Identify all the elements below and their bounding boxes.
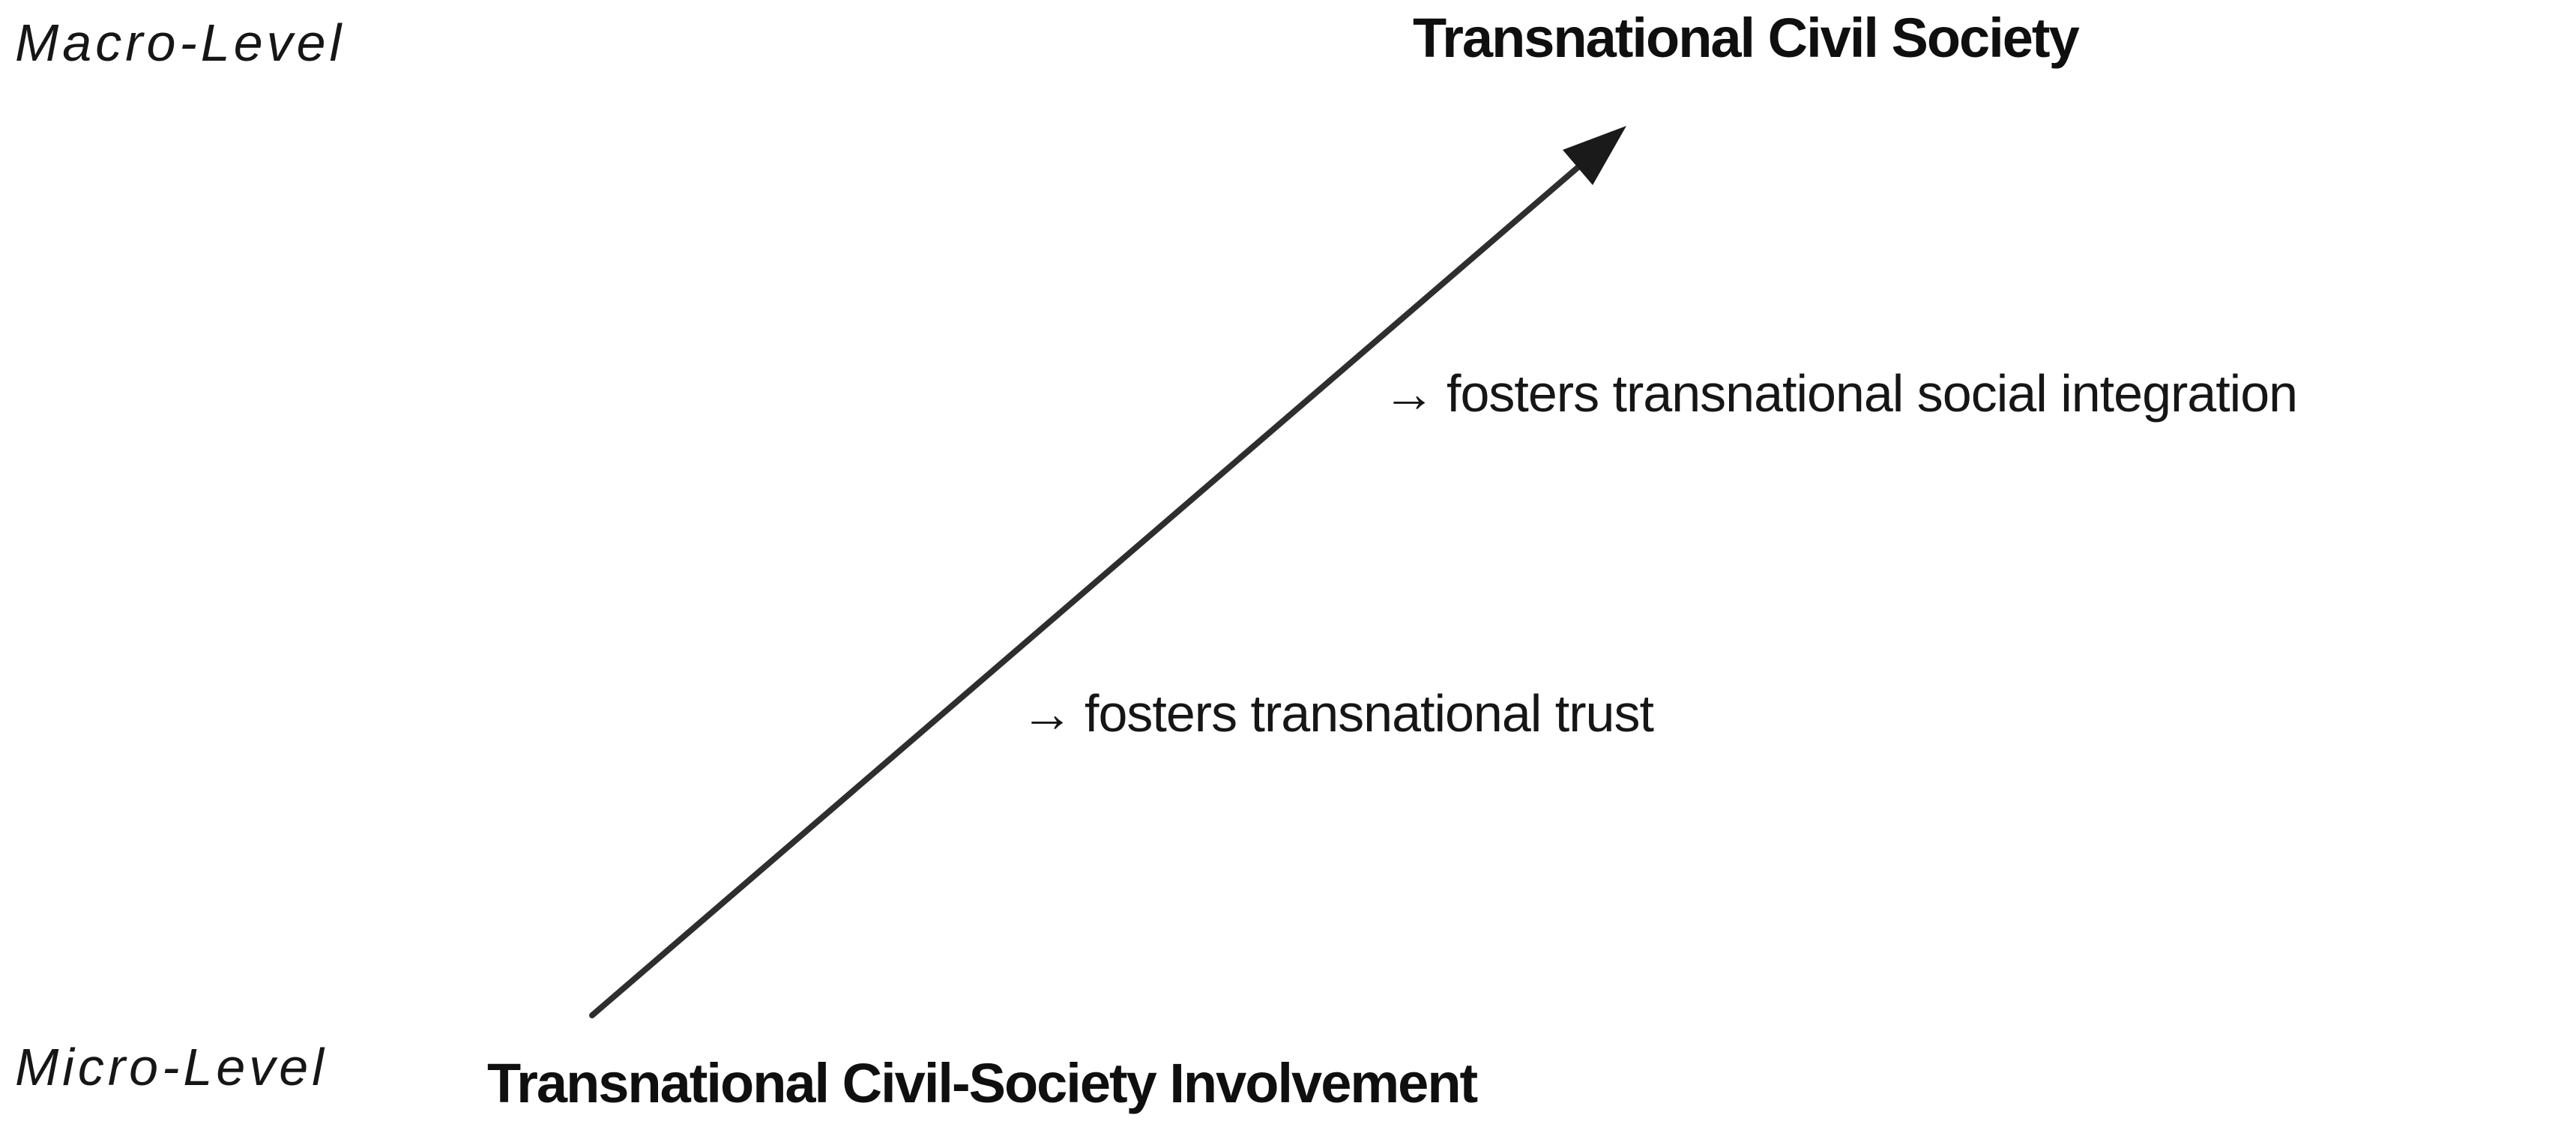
micro-level-label: Micro-Level <box>15 1038 328 1096</box>
right-arrow-icon: → <box>1383 364 1435 423</box>
causal-arrow-shaft <box>589 163 1583 1018</box>
annotation-trust-text: fosters transnational trust <box>1085 684 1654 743</box>
micro-node-label: Transnational Civil-Society Involvement <box>487 1052 1478 1114</box>
right-arrow-icon: → <box>1021 684 1073 743</box>
macro-node-label: Transnational Civil Society <box>1413 7 2080 69</box>
macro-level-label: Macro-Level <box>15 13 346 72</box>
annotation-social-integration: → fosters transnational social integrati… <box>1383 364 2298 423</box>
annotation-trust: → fosters transnational trust <box>1021 684 1654 743</box>
annotation-social-integration-text: fosters transnational social integration <box>1447 364 2298 423</box>
causal-arrow-head-icon <box>1563 126 1626 185</box>
